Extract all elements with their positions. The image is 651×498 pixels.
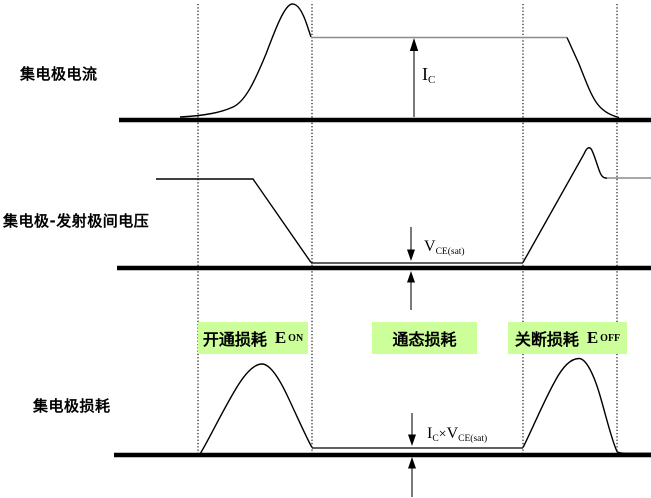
power-product-annotation: IC×VCE(sat)	[427, 425, 487, 444]
loss-label-conduction: 通态损耗	[372, 322, 477, 354]
vcesat-down-arrow	[407, 227, 415, 261]
vcesat-base: V	[424, 238, 436, 255]
row-label-collector-current: 集电极电流	[20, 65, 98, 83]
product-i-subscript: C	[432, 434, 439, 444]
dotted-timeline-dividers	[197, 4, 618, 454]
collector-current-waveform	[179, 3, 620, 119]
collector-emitter-voltage-waveform	[156, 147, 651, 264]
arrow-down-icon	[408, 434, 416, 446]
vcesat-subscript: CE(sat)	[435, 247, 465, 257]
vce-rise-curve	[522, 147, 608, 263]
eoff-symbol: E	[586, 328, 599, 347]
turn-off-loss-text: 关断损耗	[514, 330, 579, 349]
arrow-up-icon	[408, 457, 416, 469]
vcesat-annotation: VCE(sat)	[424, 238, 465, 257]
turn-off-loss-curve	[522, 357, 651, 454]
current-fall-curve	[566, 37, 620, 119]
arrow-up-icon	[407, 271, 415, 283]
ic-base: I	[422, 64, 428, 84]
product-v: V	[446, 425, 459, 442]
measure-arrows	[407, 38, 419, 497]
collector-loss-waveform	[199, 357, 651, 455]
eoff-subscript: OFF	[600, 332, 621, 344]
vce-high-and-fall-line	[156, 178, 312, 263]
baselines	[114, 117, 651, 458]
current-rise-curve	[179, 3, 312, 118]
arrow-up-icon	[409, 38, 419, 51]
arrow-down-icon	[407, 249, 415, 261]
product-i: I	[427, 425, 433, 442]
multiply-sign: ×	[438, 427, 447, 442]
eon-symbol: E	[274, 328, 287, 347]
conduction-loss-text: 通态损耗	[392, 330, 457, 349]
turn-on-loss-text: 开通损耗	[202, 330, 267, 349]
power-up-arrow	[408, 457, 416, 497]
power-down-arrow	[408, 413, 416, 446]
eon-subscript: ON	[288, 332, 304, 344]
ic-annotation: IC	[422, 64, 435, 86]
row-label-collector-emitter-voltage: 集电极-发射极间电压	[3, 212, 150, 230]
product-v-subscript: CE(sat)	[458, 434, 488, 444]
turn-on-loss-curve	[199, 363, 313, 455]
ic-subscript: C	[428, 74, 436, 86]
vcesat-up-arrow	[407, 271, 415, 310]
row-label-collector-loss: 集电极损耗	[33, 397, 111, 415]
ic-arrow	[409, 38, 419, 117]
